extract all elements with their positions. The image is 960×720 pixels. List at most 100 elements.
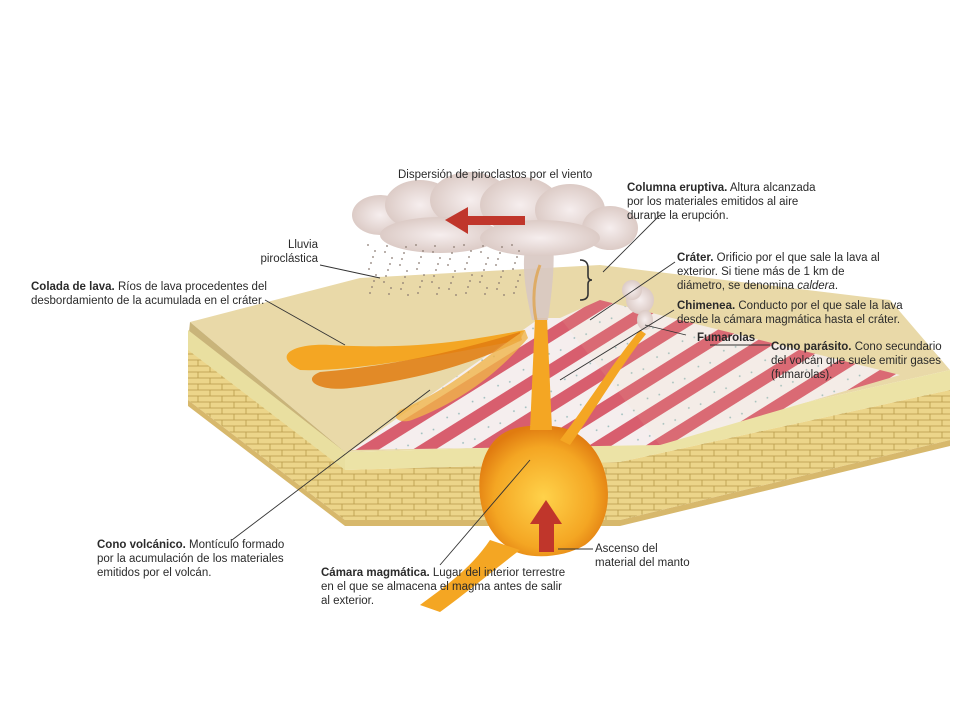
rain-dot xyxy=(498,282,500,284)
rain-dot xyxy=(484,293,486,295)
ash-cloud xyxy=(352,172,638,256)
rain-dot xyxy=(448,288,450,290)
rain-dot xyxy=(423,274,425,276)
rain-dot xyxy=(500,276,502,278)
rain-dot xyxy=(467,286,469,288)
leader-lines xyxy=(231,214,770,566)
fumarolas-label: Fumarolas xyxy=(697,332,756,344)
rain-dot xyxy=(435,269,437,271)
crater-label: Cráter. Orificio por el que sale la lava… xyxy=(677,251,882,293)
chimenea-title: Chimenea. xyxy=(677,300,736,312)
rain-dot xyxy=(404,276,406,278)
rain-dot xyxy=(405,246,407,248)
rain-dot xyxy=(434,245,436,247)
ascenso-manto-label: Ascenso del material del manto xyxy=(595,542,690,570)
rain-dot xyxy=(481,275,483,277)
rain-dot xyxy=(450,282,452,284)
rain-dot xyxy=(487,257,489,259)
rain-dot xyxy=(407,294,409,296)
rain-dot xyxy=(373,280,375,282)
magma-chamber xyxy=(420,425,608,612)
rain-dot xyxy=(421,280,423,282)
crater-title: Cráter. xyxy=(677,252,714,264)
rain-dot xyxy=(516,256,518,258)
rain-dot xyxy=(420,256,422,258)
rain-dot xyxy=(399,264,401,266)
rain-dot xyxy=(486,287,488,289)
column-height-brace xyxy=(579,259,593,301)
rain-dot xyxy=(419,286,421,288)
rain-dot xyxy=(469,280,471,282)
rain-dot xyxy=(482,245,484,247)
cono-parasito-text: Cono secundario del volcán que suele emi… xyxy=(771,341,942,381)
rain-dot xyxy=(512,268,514,270)
rain-dot xyxy=(368,268,370,270)
rain-dot xyxy=(437,263,439,265)
rain-dot xyxy=(401,258,403,260)
rain-dot xyxy=(517,280,519,282)
rain-dot xyxy=(519,274,521,276)
rain-dot xyxy=(464,268,466,270)
rain-dot xyxy=(501,246,503,248)
chimenea-label: Chimenea. Conducto por el que sale la la… xyxy=(677,299,917,327)
chimenea-text: Conducto por el que sale la lava desde l… xyxy=(677,300,903,326)
rain-dot xyxy=(371,286,373,288)
rain-dot xyxy=(470,250,472,252)
rain-dot xyxy=(391,257,393,259)
rain-dot xyxy=(497,258,499,260)
rain-dot xyxy=(431,281,433,283)
rain-dot xyxy=(485,263,487,265)
ascenso-line1: Ascenso del xyxy=(595,543,658,555)
rain-dot xyxy=(479,281,481,283)
rain-dot xyxy=(439,257,441,259)
rain-dot xyxy=(452,276,454,278)
rain-dot xyxy=(513,292,515,294)
mantle-ascent-arrow-icon xyxy=(530,500,562,552)
rain-dot xyxy=(466,262,468,264)
rain-dot xyxy=(389,263,391,265)
columna-eruptiva-text: Altura alcanzada por los materiales emit… xyxy=(627,182,816,222)
rain-dot xyxy=(390,287,392,289)
colada-title: Colada de lava. xyxy=(31,281,115,293)
chimney-conduit xyxy=(530,318,552,430)
lava-flow xyxy=(286,330,528,422)
rain-dot xyxy=(433,275,435,277)
rain-dot xyxy=(384,251,386,253)
rain-dot xyxy=(415,244,417,246)
rain-dot xyxy=(502,270,504,272)
rain-dot xyxy=(438,287,440,289)
rain-dot xyxy=(451,252,453,254)
rain-dot xyxy=(402,282,404,284)
rain-dot xyxy=(514,262,516,264)
rain-dot xyxy=(406,270,408,272)
rain-dot xyxy=(455,294,457,296)
camara-magmatica-title: Cámara magmática. xyxy=(321,567,430,579)
pyroclastic-rain xyxy=(367,244,521,296)
rain-dot xyxy=(499,252,501,254)
rain-dot xyxy=(386,245,388,247)
lluvia-line2: piroclástica xyxy=(260,253,318,265)
eruptive-column xyxy=(523,235,554,321)
columna-eruptiva-label: Columna eruptiva. Altura alcanzada por l… xyxy=(627,181,832,223)
rain-dot xyxy=(383,281,385,283)
rain-dot xyxy=(454,270,456,272)
rain-dot xyxy=(400,288,402,290)
cono-volcanico-text: Montículo formado por la acumulación de … xyxy=(97,539,285,579)
lluvia-line1: Lluvia xyxy=(287,239,318,251)
rain-dot xyxy=(463,244,465,246)
rain-dot xyxy=(403,252,405,254)
cono-volcanico-label: Cono volcánico. Montículo formado por la… xyxy=(97,538,297,580)
rain-dot xyxy=(495,264,497,266)
ascenso-line2: material del manto xyxy=(595,557,690,569)
rain-dot xyxy=(385,275,387,277)
rain-dot xyxy=(370,262,372,264)
wind-dispersion-label: Dispersión de piroclastos por el viento xyxy=(398,169,593,181)
rain-dot xyxy=(496,288,498,290)
rain-dot xyxy=(374,250,376,252)
rain-dot xyxy=(417,292,419,294)
colada-text: Ríos de lava procedentes del desbordamie… xyxy=(31,281,267,307)
rain-dot xyxy=(418,262,420,264)
camara-magmatica-label: Cámara magmática. Lugar del interior ter… xyxy=(321,566,571,608)
rain-dot xyxy=(369,292,371,294)
